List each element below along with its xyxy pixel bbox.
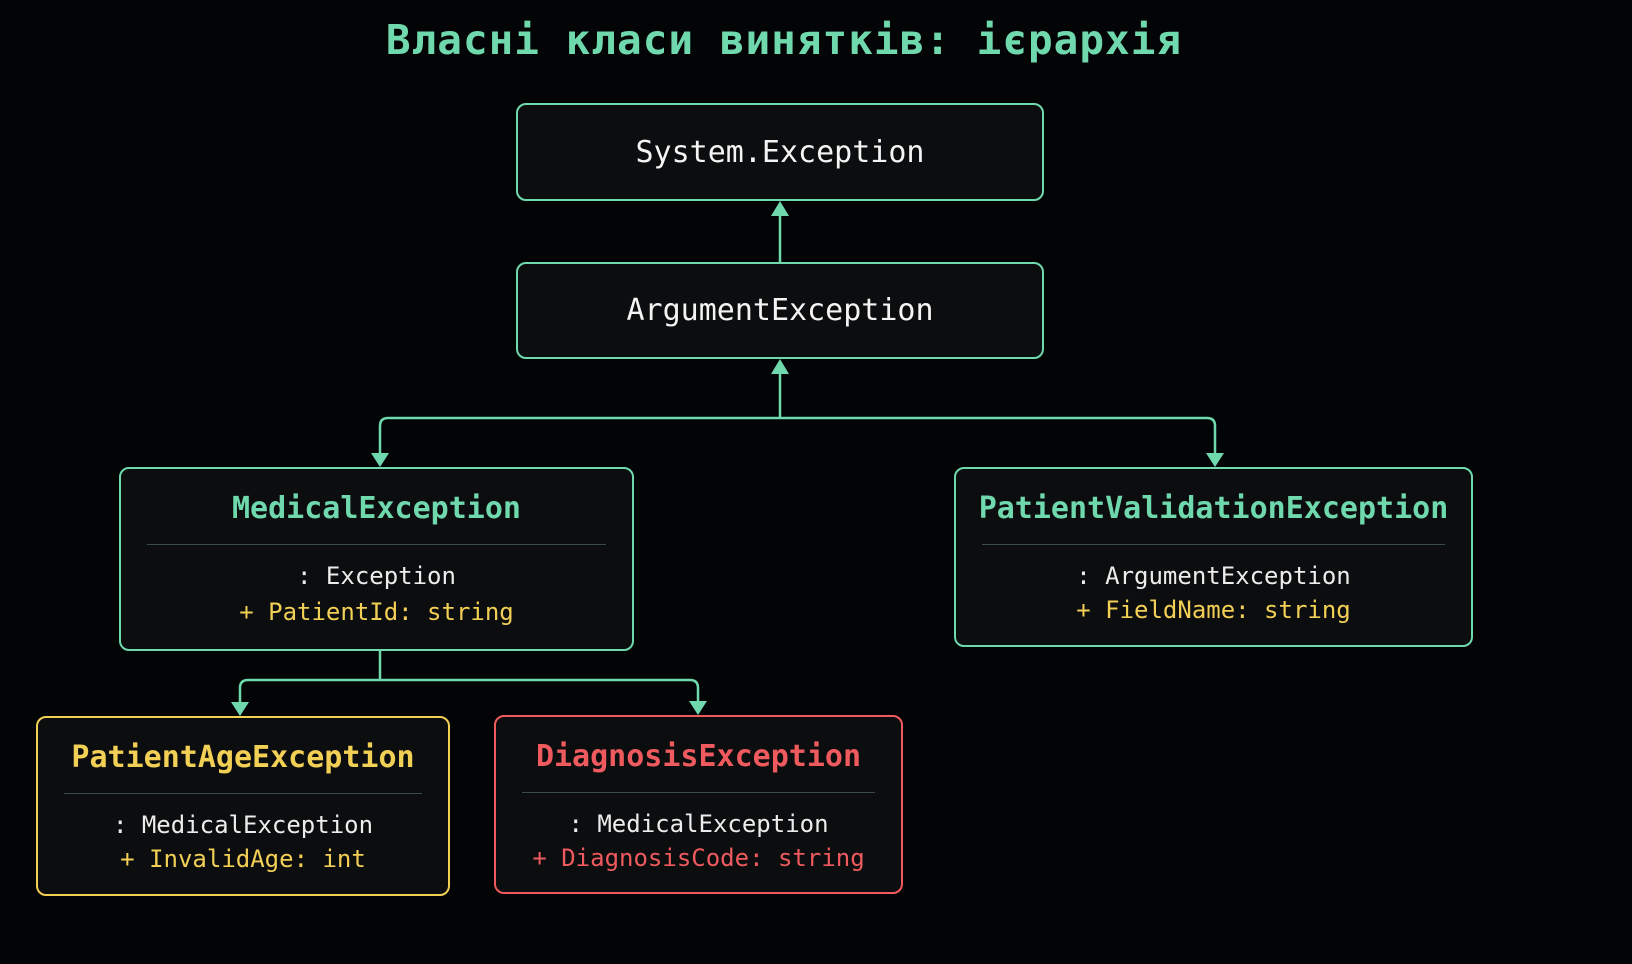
arrowhead-down-patient-validation: [1206, 453, 1224, 467]
node-name: PatientAgeException: [71, 740, 415, 775]
node-property: + PatientId: string: [239, 598, 514, 626]
connector-layer: [231, 201, 1224, 716]
edge-medical-to-diagnosis: [380, 678, 700, 704]
node-divider: [982, 544, 1445, 545]
node-medical-exception[interactable]: MedicalException : Exception + PatientId…: [119, 467, 634, 651]
node-argument-exception[interactable]: ArgumentException: [516, 262, 1044, 359]
edge-argument-to-patient-validation: [780, 416, 1217, 456]
arrowhead-down-diagnosis: [689, 701, 707, 715]
arrowhead-up-system: [771, 201, 789, 216]
node-divider: [147, 544, 606, 545]
node-property: + DiagnosisCode: string: [532, 844, 865, 872]
node-system-exception[interactable]: System.Exception: [516, 103, 1044, 201]
node-name: ArgumentException: [626, 293, 934, 328]
node-name: System.Exception: [635, 134, 925, 170]
arrowhead-down-medical: [371, 453, 389, 467]
node-base-class: : MedicalException: [568, 810, 829, 838]
node-property: + FieldName: string: [1076, 596, 1351, 624]
arrowhead-down-patient-age: [231, 702, 249, 716]
node-name: MedicalException: [232, 491, 521, 526]
arrowhead-up-argument: [771, 359, 789, 374]
edge-medical-to-patient-age: [238, 678, 380, 704]
node-base-class: : Exception: [297, 562, 456, 590]
node-base-class: : ArgumentException: [1076, 562, 1351, 590]
node-name: PatientValidationException: [978, 491, 1449, 526]
node-patient-validation-exception[interactable]: PatientValidationException : ArgumentExc…: [954, 467, 1473, 647]
node-base-class: : MedicalException: [112, 811, 374, 839]
node-divider: [64, 793, 422, 794]
node-diagnosis-exception[interactable]: DiagnosisException : MedicalException + …: [494, 715, 903, 894]
edge-argument-to-medical: [378, 416, 780, 456]
node-divider: [522, 792, 875, 793]
node-patient-age-exception[interactable]: PatientAgeException : MedicalException +…: [36, 716, 450, 896]
node-property: + InvalidAge: int: [120, 845, 366, 873]
node-name: DiagnosisException: [535, 739, 862, 774]
diagram-title: Власні класи винятків: ієрархія: [385, 16, 1183, 64]
